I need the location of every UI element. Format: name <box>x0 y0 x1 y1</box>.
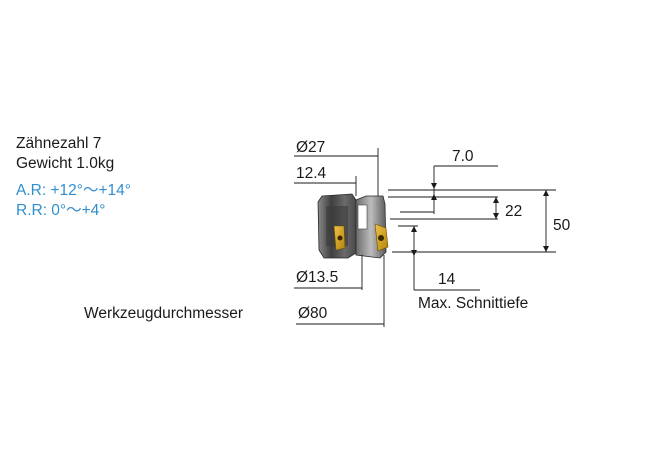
arrow-down-icon <box>431 183 437 189</box>
milling-cutter <box>317 193 389 259</box>
arrow-down-icon <box>543 246 549 252</box>
insert-screw-icon <box>337 235 343 241</box>
weight: Gewicht 1.0kg <box>16 155 115 172</box>
dim-max-depth: 14 <box>438 271 456 288</box>
arrow-down-icon <box>411 250 417 256</box>
insert-screw-icon <box>378 235 384 241</box>
dim-hub-length: 12.4 <box>296 165 327 182</box>
dim-height-small: 22 <box>505 203 522 220</box>
dim-bore-outer: Ø27 <box>296 139 325 156</box>
max-depth-label: Max. Schnittiefe <box>418 295 528 312</box>
arrow-up-icon <box>411 226 417 232</box>
dim-insert-offset: 7.0 <box>452 148 474 165</box>
dim-bore-inner: Ø13.5 <box>296 269 338 286</box>
axial-rake: A.R: +12°～+14° <box>16 182 131 199</box>
tool-diameter-label: Werkzeugdurchmesser <box>84 305 243 322</box>
radial-rake: R.R: 0°～+4° <box>16 202 106 219</box>
dim-tool-diameter: Ø80 <box>298 305 328 322</box>
cutter-slot <box>357 204 368 230</box>
arrow-up-icon <box>543 190 549 196</box>
arrow-up-icon <box>493 197 499 203</box>
arrow-down-icon <box>493 213 499 219</box>
teeth-count: Zähnezahl 7 <box>16 135 102 152</box>
dim-height-total: 50 <box>553 217 571 234</box>
